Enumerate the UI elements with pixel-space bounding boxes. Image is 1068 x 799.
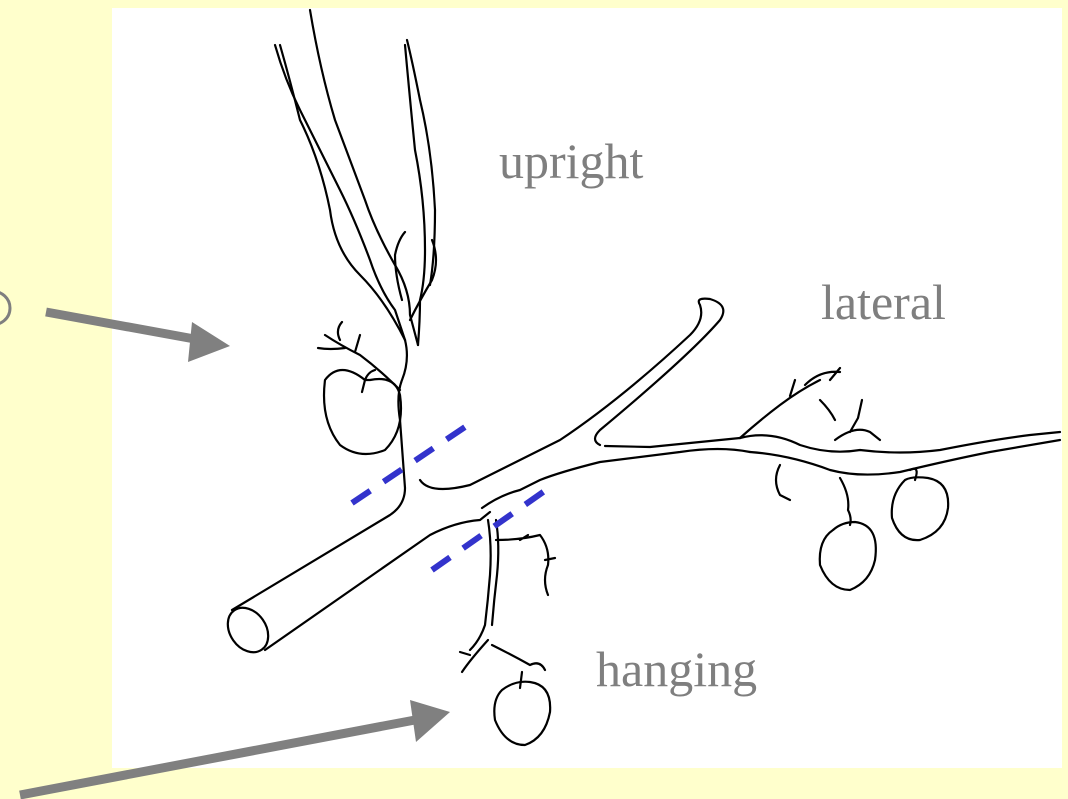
- limb-cut-end: [219, 600, 276, 660]
- arrows: [20, 312, 450, 795]
- label-lateral: lateral: [821, 277, 946, 327]
- arrow-icon: [46, 312, 230, 362]
- main-limb: [219, 299, 750, 660]
- lateral-shoot: [740, 368, 1060, 590]
- upright-shoots: [275, 10, 436, 345]
- upright-fruit-cluster: [318, 322, 401, 454]
- label-hanging: hanging: [596, 644, 757, 694]
- upright-cut-line: [352, 425, 468, 503]
- cut-lines: [352, 425, 546, 570]
- label-upright: upright: [499, 136, 643, 186]
- arrow-icon: [20, 700, 450, 795]
- hanging-shoot: [460, 520, 555, 745]
